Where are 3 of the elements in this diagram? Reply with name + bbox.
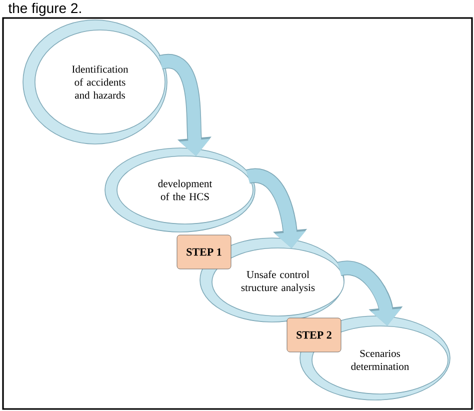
step-box: STEP 2 <box>286 318 342 352</box>
heading-text: the figure 2. <box>8 2 81 16</box>
step-box: STEP 1 <box>176 234 232 270</box>
